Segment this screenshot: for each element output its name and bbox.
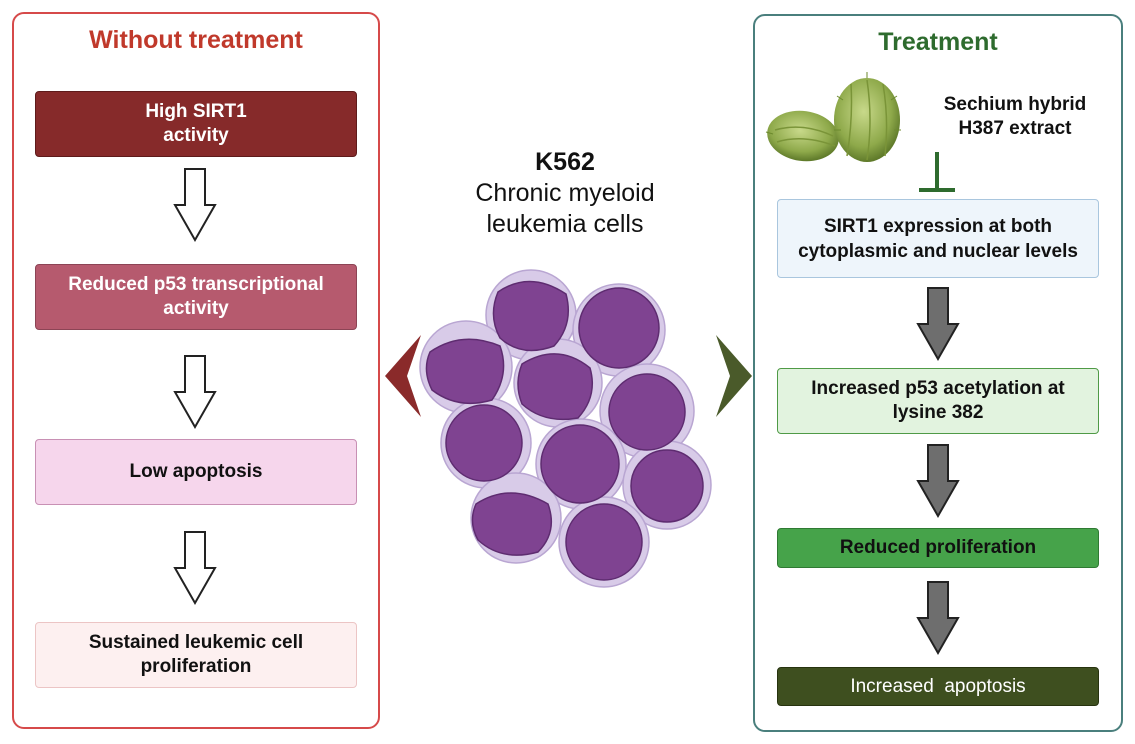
k562-label: K562 xyxy=(535,148,595,176)
sechium-extract-label: Sechium hybrid H387 extract xyxy=(910,93,1120,141)
sechium-extract-line1: Sechium hybrid xyxy=(943,94,1087,115)
k562-cell-cluster xyxy=(419,269,712,588)
cell-description-line1: Chronic myeloid xyxy=(475,179,655,207)
cell-description-line2: leukemia cells xyxy=(486,210,644,238)
left-chevron-icon xyxy=(385,335,421,417)
low-apoptosis-label: Low apoptosis xyxy=(129,461,263,482)
without-treatment-title: Without treatment xyxy=(89,26,303,54)
sustained-proliferation-label: Sustained leukemic cell proliferation xyxy=(88,632,304,677)
high-sirt1-activity-label: High SIRT1 activity xyxy=(145,101,247,146)
down-arrow-gray-icon xyxy=(916,444,960,519)
reduced-p53-activity-box: Reduced p53 transcriptional activity xyxy=(35,264,357,330)
increased-apoptosis-label: Increased apoptosis xyxy=(850,675,1026,697)
low-apoptosis-box: Low apoptosis xyxy=(35,439,357,505)
down-arrow-gray-icon xyxy=(916,581,960,656)
reduced-proliferation-label: Reduced proliferation xyxy=(839,537,1037,558)
sechium-extract-line2: H387 extract xyxy=(958,118,1072,139)
sirt1-expression-box: SIRT1 expression at both cytoplasmic and… xyxy=(777,199,1099,278)
p53-acetylation-label: Increased p53 acetylation at lysine 382 xyxy=(811,378,1065,423)
sirt1-expression-label: SIRT1 expression at both cytoplasmic and… xyxy=(798,215,1078,262)
down-arrow-hollow-icon xyxy=(173,168,217,243)
inhibition-icon xyxy=(919,152,955,192)
down-arrow-hollow-icon xyxy=(173,355,217,430)
reduced-proliferation-box: Reduced proliferation xyxy=(777,528,1099,568)
increased-apoptosis-box: Increased apoptosis xyxy=(777,667,1099,706)
down-arrow-gray-icon xyxy=(916,287,960,362)
k562-title: K562 Chronic myeloid leukemia cells xyxy=(420,147,710,240)
sechium-fruit-icon xyxy=(765,72,901,162)
sustained-proliferation-box: Sustained leukemic cell proliferation xyxy=(35,622,357,688)
p53-acetylation-box: Increased p53 acetylation at lysine 382 xyxy=(777,368,1099,434)
high-sirt1-activity-box: High SIRT1 activity xyxy=(35,91,357,157)
down-arrow-hollow-icon xyxy=(173,531,217,606)
treatment-title: Treatment xyxy=(878,28,998,56)
reduced-p53-activity-label: Reduced p53 transcriptional activity xyxy=(68,274,324,319)
right-chevron-icon xyxy=(716,335,752,417)
